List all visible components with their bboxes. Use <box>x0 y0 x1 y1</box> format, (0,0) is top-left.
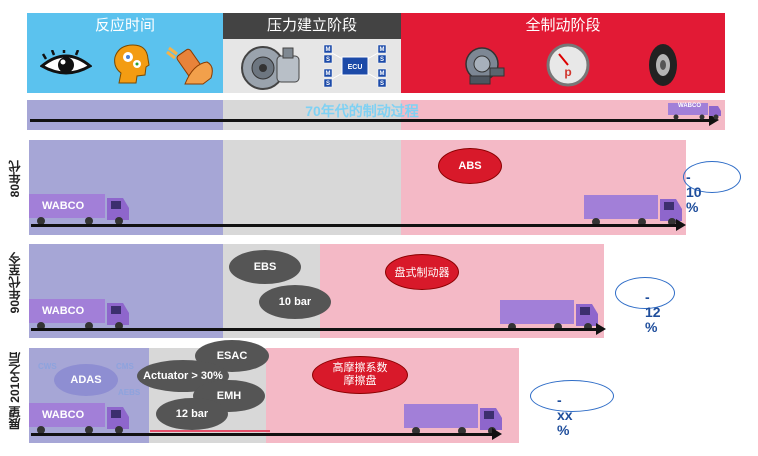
row3-ebs-label: EBS <box>253 261 277 273</box>
row2-truck-brand: WABCO <box>42 200 85 212</box>
row1-band-grey <box>223 100 401 130</box>
row3-result-oval <box>615 277 675 309</box>
row3-arrow <box>31 323 606 335</box>
row4-truck-right <box>404 404 502 435</box>
row4-pressure-oval: 12 bar <box>156 398 228 430</box>
brake-compressor-icon <box>241 46 300 90</box>
row2-band-grey <box>223 140 401 235</box>
row4-ghost-cws: CWS <box>38 362 57 371</box>
row4-friction-line2: 摩擦盘 <box>343 375 377 387</box>
row2-abs-label: ABS <box>458 160 482 172</box>
row3-truck-right <box>500 300 598 331</box>
ecu-modulator-icon: ECU M S M S M S M S <box>323 44 387 88</box>
row4-truck-brand: WABCO <box>42 409 85 421</box>
header-full-braking-label: 全制动阶段 <box>525 17 601 34</box>
s-label: S <box>326 81 330 87</box>
row4-adas-label: ADAS <box>70 374 102 386</box>
row1-arrow <box>30 114 719 126</box>
tire-icon <box>649 44 677 86</box>
row3-disc-brake-label: 盘式制动器 <box>394 267 450 279</box>
header-full-braking: 全制动阶段 <box>401 13 725 39</box>
row4-actuator-label: Actuator > 30% <box>143 370 223 382</box>
row3-result: - 12 % <box>645 289 661 335</box>
row1-truck-brand: WABCO <box>678 103 701 109</box>
row1-band-lavender <box>27 100 223 130</box>
row3-truck-left <box>29 299 129 330</box>
row2-truck-left <box>29 194 129 225</box>
row2-arrow <box>31 219 686 231</box>
brake-actuator-icon <box>465 47 505 85</box>
m-label: M <box>326 47 331 53</box>
row4-ghost-aebs: AEBS <box>118 388 141 397</box>
row4-truck-left <box>29 403 129 434</box>
row2-abs-oval: ABS <box>438 148 502 184</box>
header-pressure: 压力建立阶段 <box>223 13 401 39</box>
row4-ghost-cms: CMS <box>116 362 134 371</box>
foot-pedal-icon <box>166 46 213 85</box>
m-label: M <box>380 71 385 77</box>
row4-emh-label: EMH <box>216 390 242 402</box>
row4-era-label: 展望 2010之后 <box>8 352 22 431</box>
row1-truck <box>668 103 721 120</box>
svg-text:p: p <box>564 65 571 79</box>
row2-truck-right <box>584 195 682 226</box>
row4-result-oval <box>530 380 614 412</box>
row1-title: 70年代的制动过程 <box>305 103 419 119</box>
row2-result: - 10 % <box>686 169 702 215</box>
eye-icon <box>40 50 92 75</box>
row3-era-label: 90年代至今 <box>8 252 22 314</box>
row4-friction-oval: 高摩擦系数 摩擦盘 <box>312 356 408 394</box>
row2-result-oval <box>683 161 741 193</box>
head-gears-icon <box>114 44 150 84</box>
row2-era-label: 80年代 <box>8 160 22 198</box>
row4-result: - xx % <box>557 392 573 438</box>
s-label: S <box>326 57 330 63</box>
row3-truck-brand: WABCO <box>42 305 85 317</box>
row3-pressure-label: 10 bar <box>278 296 312 308</box>
row3-ebs-oval: EBS <box>229 250 301 284</box>
s-label: S <box>380 57 384 63</box>
row4-red-streak <box>150 430 270 432</box>
header-pressure-label: 压力建立阶段 <box>266 17 357 34</box>
s-label: S <box>380 81 384 87</box>
row4-friction-line1: 高摩擦系数 <box>332 362 388 374</box>
row4-pressure-label: 12 bar <box>175 408 209 420</box>
ecu-label: ECU <box>348 64 363 71</box>
header-reaction: 反应时间 <box>27 13 223 39</box>
row3-pressure-oval: 10 bar <box>259 285 331 319</box>
row4-adas-oval: ADAS <box>54 364 118 396</box>
m-label: M <box>326 71 331 77</box>
pressure-gauge-icon: p <box>546 43 590 87</box>
row3-disc-brake-oval: 盘式制动器 <box>385 254 459 290</box>
header-reaction-label: 反应时间 <box>94 17 155 34</box>
m-label: M <box>380 47 385 53</box>
row4-arrow <box>31 428 502 440</box>
row4-esac-label: ESAC <box>216 350 248 362</box>
